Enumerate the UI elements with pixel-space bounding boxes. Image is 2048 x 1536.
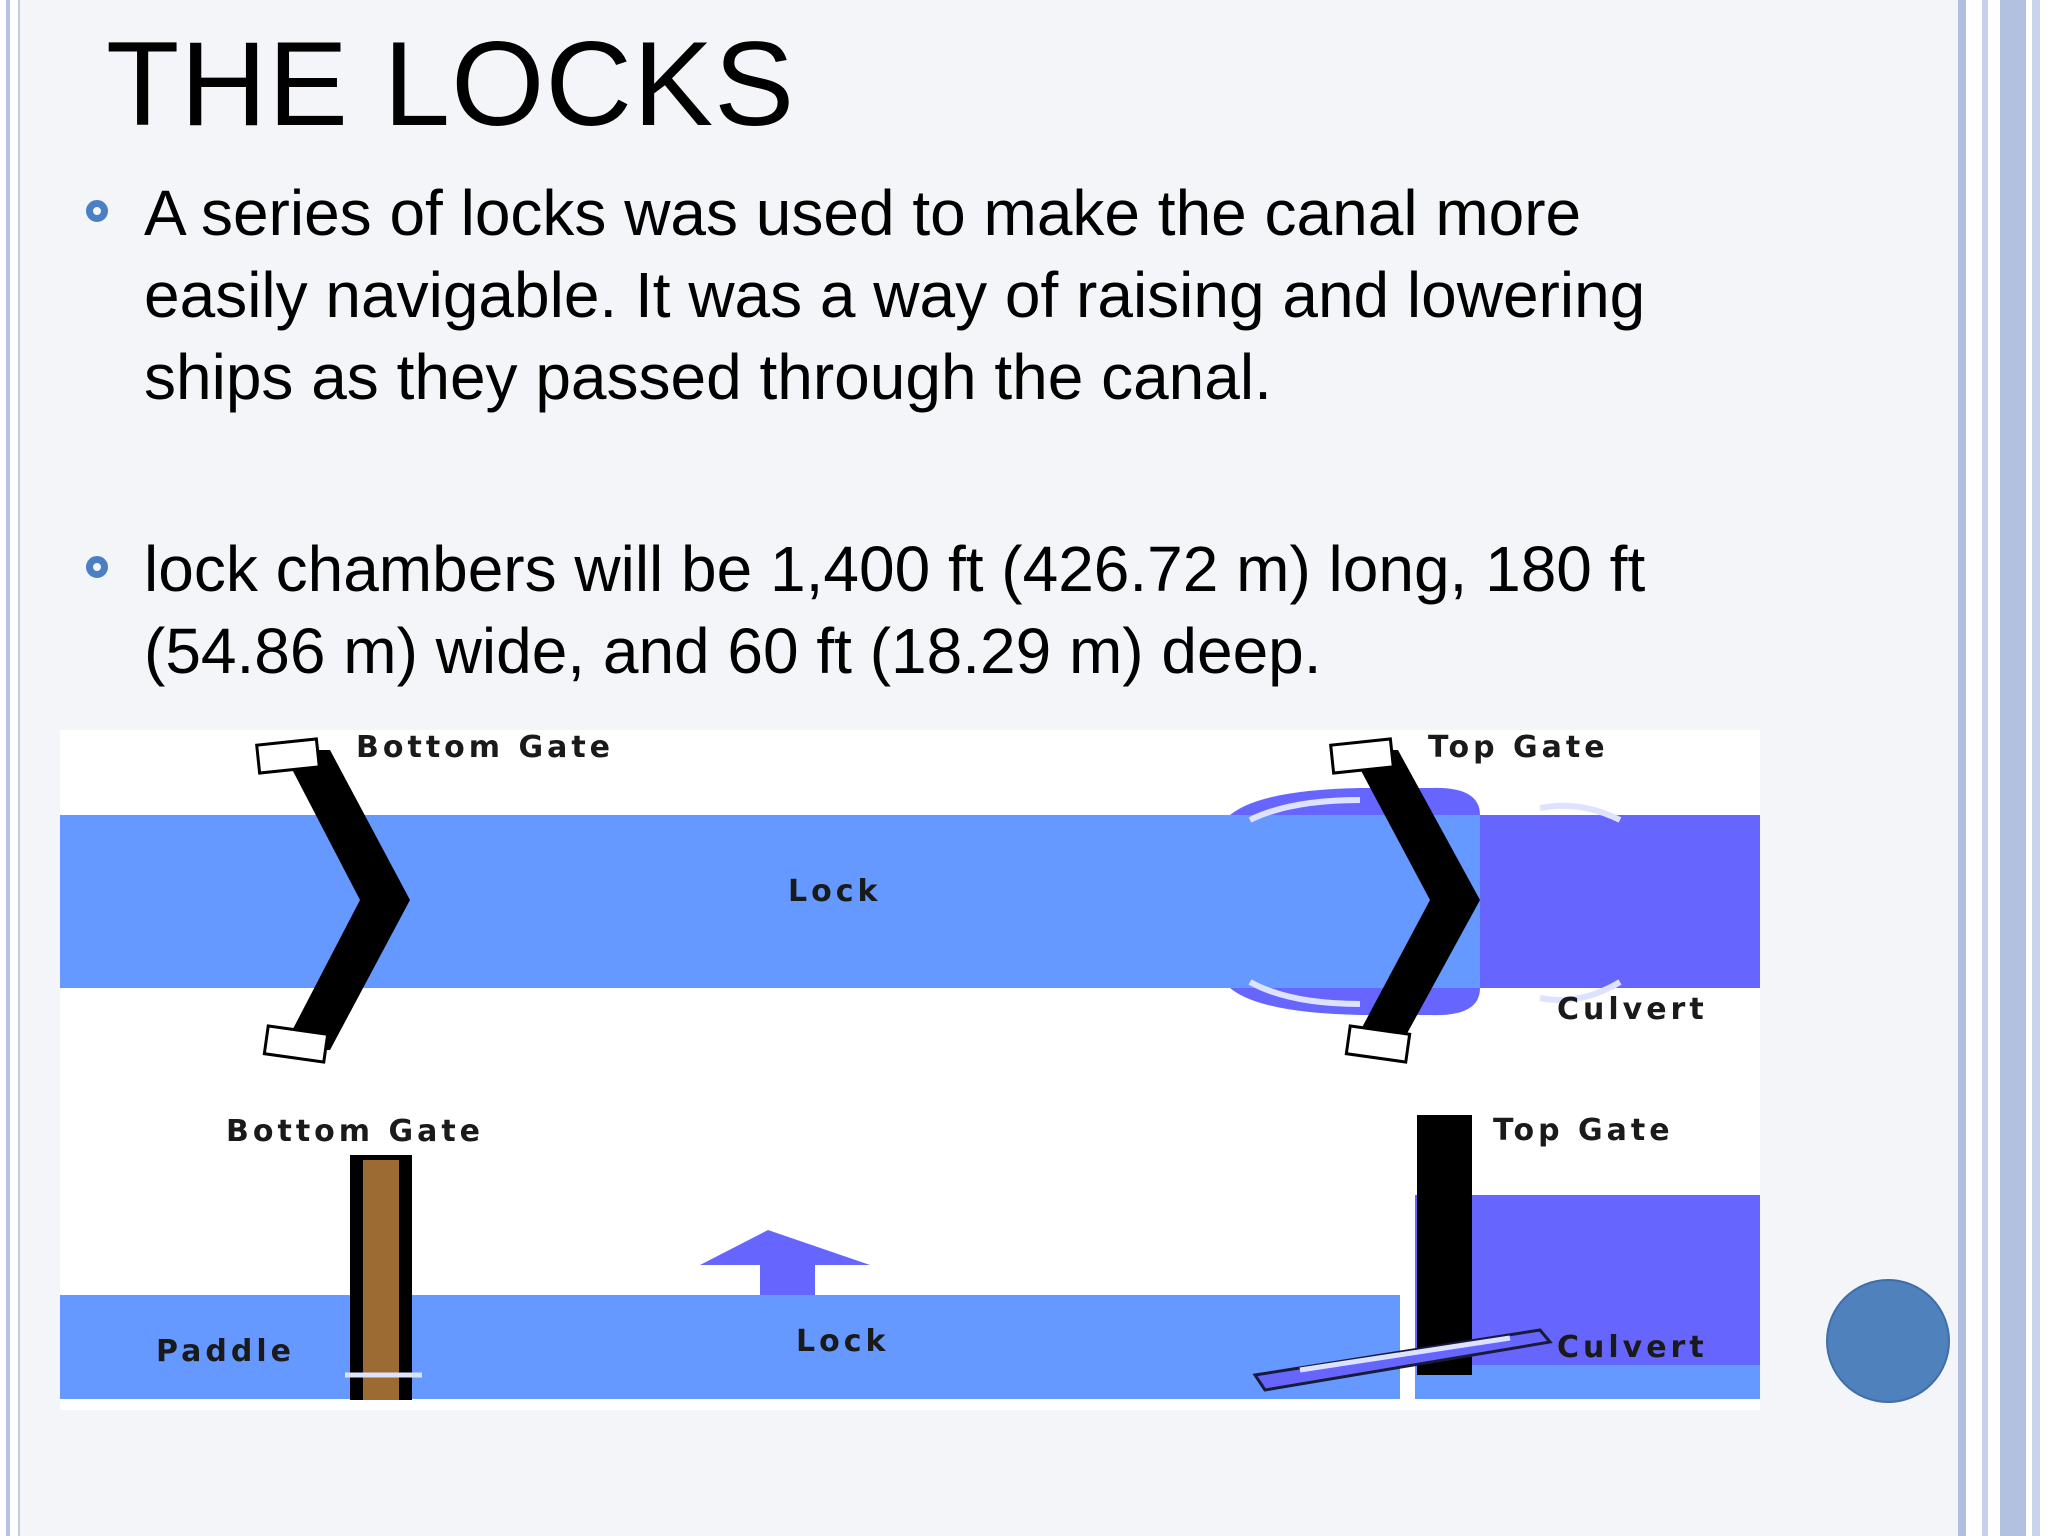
upper-water-top-view — [1480, 815, 1760, 988]
bullet-ring-icon — [86, 556, 108, 578]
side-view-top-gate-label: Top Gate — [1493, 1113, 1674, 1148]
slide-title: THE LOCKS — [106, 17, 796, 151]
raising-arrow-icon — [700, 1230, 870, 1295]
top-gate-upper-leaf — [1350, 750, 1480, 900]
top-view-culvert-label: Culvert — [1557, 992, 1708, 1027]
top-gate-lower-leaf — [1350, 900, 1480, 1050]
top-view-top-gate-label: Top Gate — [1428, 730, 1609, 765]
upper-water-side-view — [1415, 1195, 1760, 1365]
lock-diagram-graphic — [60, 730, 1760, 1410]
slide-left-border — [0, 0, 20, 1536]
slide-right-border — [1958, 0, 2048, 1536]
side-view-paddle-label: Paddle — [156, 1334, 296, 1369]
side-view-lock-label: Lock — [796, 1324, 890, 1359]
bottom-gate-upper-leaf — [282, 750, 410, 900]
bullet-text: A series of locks was used to make the c… — [144, 177, 1646, 413]
top-view-bottom-gate-label: Bottom Gate — [356, 730, 615, 765]
top-gate-side-view — [1417, 1115, 1472, 1375]
lock-diagram: Bottom Gate Top Gate Lock Culvert Bottom… — [60, 730, 1760, 1410]
bottom-gate-lower-leaf — [282, 900, 410, 1050]
paddle-shaft — [363, 1160, 399, 1400]
side-view-culvert-label: Culvert — [1557, 1330, 1708, 1365]
decorative-circle — [1826, 1279, 1950, 1403]
bullet-text: lock chambers will be 1,400 ft (426.72 m… — [144, 533, 1646, 687]
lock-channel-side-view — [60, 1295, 1400, 1399]
side-view-bottom-gate-label: Bottom Gate — [226, 1114, 485, 1149]
bullet-ring-icon — [86, 200, 108, 222]
top-view-lock-label: Lock — [788, 874, 882, 909]
